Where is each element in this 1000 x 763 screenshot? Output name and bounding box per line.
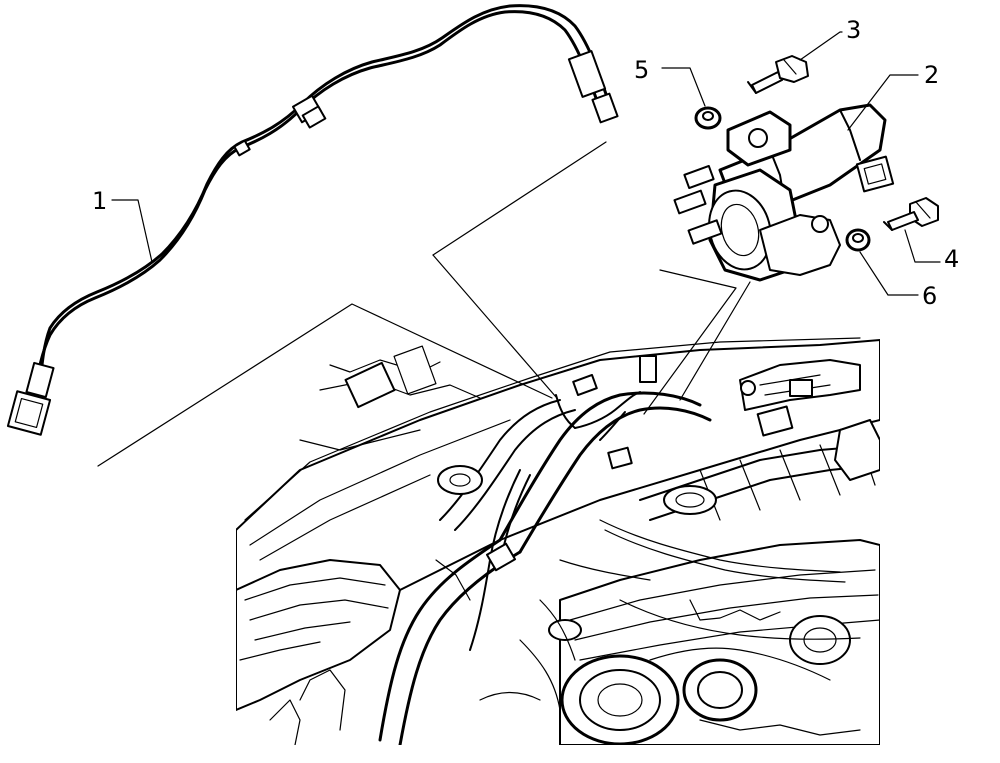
projection-lines bbox=[97, 141, 751, 467]
callout-4-label: 4 bbox=[944, 245, 959, 273]
bolt-lower-part: 4 bbox=[883, 197, 959, 273]
callout-3-label: 3 bbox=[846, 16, 861, 44]
solenoid-valve-part: 2 bbox=[673, 61, 939, 282]
engine-bay-illustration bbox=[236, 330, 880, 745]
nut-right-part: 6 bbox=[845, 228, 937, 310]
callout-5-label: 5 bbox=[634, 56, 649, 84]
callout-2-label: 2 bbox=[924, 61, 939, 89]
callout-6-label: 6 bbox=[922, 282, 937, 310]
vacuum-hose-harness-part: 1 bbox=[6, 4, 619, 436]
callout-1-label: 1 bbox=[92, 187, 107, 215]
bolt-upper-part: 3 bbox=[747, 16, 861, 94]
nut-left-part: 5 bbox=[634, 56, 722, 130]
